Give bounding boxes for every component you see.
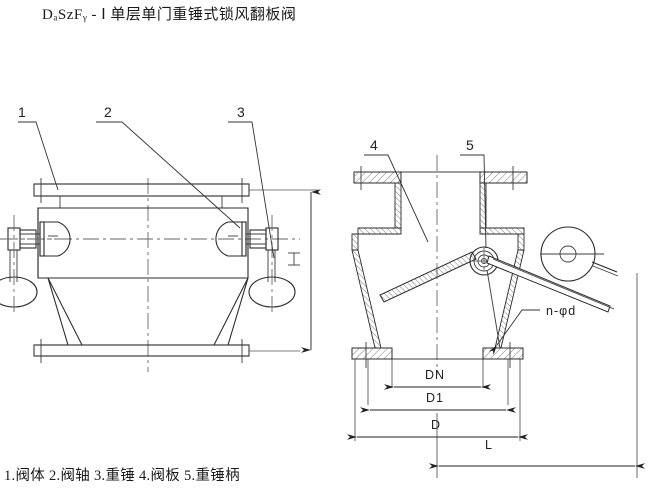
front-view-group: 1 2 3	[0, 104, 321, 372]
callout-4-label: 4	[370, 137, 378, 153]
leader-line-3	[228, 121, 275, 259]
leader-line-bolt	[488, 309, 540, 355]
parts-legend-text: 1.阀体 2.阀轴 3.重锤 4.阀板 5.重锤柄	[4, 468, 240, 484]
front-view-height-dimension	[249, 189, 321, 353]
leader-line-4	[364, 154, 429, 243]
bottom-flange	[33, 339, 300, 363]
body-taper-left	[47, 277, 69, 346]
bolt-hole-label: n-φd	[546, 304, 576, 318]
leader-line-1	[18, 121, 59, 191]
arm-tail-line	[591, 261, 618, 273]
valve-plate	[379, 251, 477, 303]
bearing-housing-left	[0, 221, 71, 257]
section-upper-shell	[351, 182, 525, 251]
l-dimension-label: L	[485, 438, 493, 452]
top-flange	[33, 178, 250, 203]
dimension-block: DN D1 D L	[347, 273, 645, 478]
parts-legend: 1.阀体 2.阀轴 3.重锤 4.阀板 5.重锤柄	[4, 464, 240, 485]
arm-tail-line-2	[592, 265, 619, 277]
counterweight-left	[0, 215, 38, 315]
body-taper-right	[227, 277, 249, 346]
section-bottom-flange	[351, 342, 524, 368]
d-dimension-label: D	[431, 418, 441, 432]
section-left-taper-wall	[351, 249, 382, 349]
section-view-callout-leaders	[364, 154, 487, 249]
section-top-flange-right	[479, 166, 528, 190]
section-top-flange-left	[353, 166, 402, 190]
callout-2-label: 2	[104, 104, 112, 120]
front-view-callout-leaders	[18, 121, 275, 259]
drawing-title: DₐSᴢFᵧ - Ⅰ 单层单门重锤式锁风翻板阀	[42, 3, 296, 24]
leader-line-5	[460, 154, 487, 249]
leader-line-2	[96, 121, 241, 229]
valve-body-outline	[37, 207, 249, 346]
section-view-group: n-φd 4 5 DN D1	[347, 137, 645, 478]
thickness-tick-marker	[288, 252, 300, 266]
counterweight-disc	[540, 226, 604, 282]
bolt-hole-note	[488, 309, 540, 355]
counterweight-arm	[486, 255, 615, 313]
callout-5-label: 5	[466, 137, 474, 153]
d1-dimension-label: D1	[426, 391, 444, 405]
drawing-title-text: DₐSᴢFᵧ - Ⅰ 单层单门重锤式锁风翻板阀	[42, 7, 297, 23]
dn-dimension-label: DN	[425, 368, 445, 382]
callout-3-label: 3	[237, 104, 245, 120]
callout-1-label: 1	[18, 104, 26, 120]
plate-seat-line	[486, 269, 501, 349]
bearing-housing-right	[215, 221, 279, 257]
counterweight-right	[248, 215, 296, 315]
